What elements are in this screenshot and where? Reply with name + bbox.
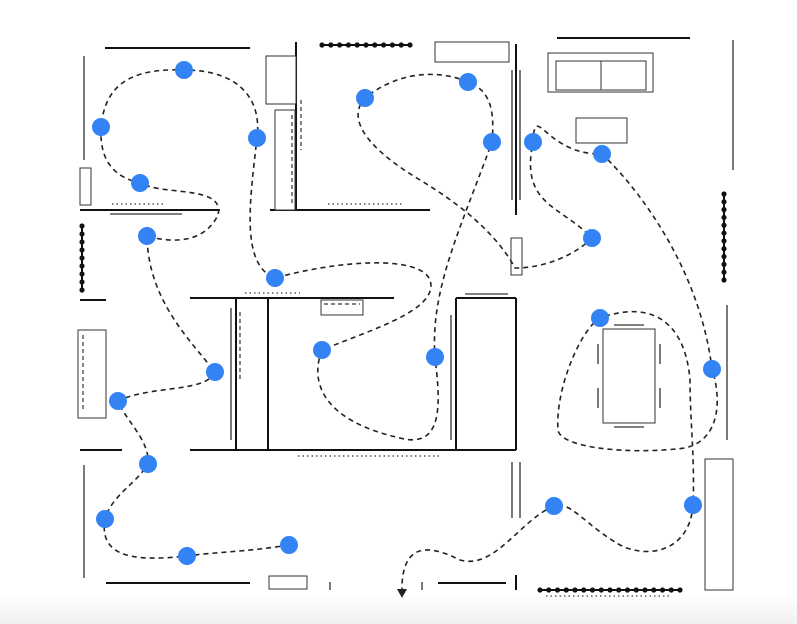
- chain-bead: [677, 587, 683, 593]
- side-panel-left: [79, 167, 92, 206]
- chain-bead: [721, 246, 727, 252]
- chain-bead: [633, 587, 639, 593]
- chain-bead: [79, 271, 85, 277]
- chain-bead: [319, 42, 325, 48]
- waypoint: [426, 348, 444, 366]
- chain-bead: [537, 587, 543, 593]
- waypoint: [206, 363, 224, 381]
- waypoint: [703, 360, 721, 378]
- chain-bead: [721, 191, 727, 197]
- chain-bead: [381, 42, 387, 48]
- chain-bead: [598, 587, 604, 593]
- chain-top: [319, 42, 413, 48]
- waypoint: [583, 229, 601, 247]
- waypoint: [684, 496, 702, 514]
- waypoint: [545, 497, 563, 515]
- chain-bead: [659, 587, 666, 593]
- waypoint: [178, 547, 196, 565]
- chain-bead: [79, 287, 85, 293]
- chain-bead: [721, 222, 727, 228]
- waypoint: [131, 174, 149, 192]
- chain-bead: [363, 42, 369, 48]
- chain-bead: [407, 42, 413, 48]
- route-end-arrow: [397, 589, 407, 598]
- chain-bead: [79, 263, 85, 269]
- waypoint: [280, 536, 298, 554]
- waypoint: [483, 133, 501, 151]
- window-chains: [79, 42, 727, 593]
- waypoint: [266, 269, 284, 287]
- chain-bead: [721, 230, 727, 236]
- chain-bead: [79, 223, 85, 229]
- shelf-top-center: [434, 41, 510, 63]
- counter-small: [320, 299, 364, 316]
- waypoint: [593, 145, 611, 163]
- waypoint: [96, 510, 114, 528]
- waypoint: [356, 89, 374, 107]
- chain-bottom: [537, 587, 683, 593]
- chain-bead: [546, 587, 552, 593]
- waypoint: [248, 129, 266, 147]
- waypoint: [109, 392, 127, 410]
- dining-table: [602, 328, 656, 424]
- chain-bead: [554, 587, 561, 593]
- chain-bead: [616, 587, 622, 593]
- waypoint: [139, 455, 157, 473]
- chain-bead: [607, 587, 613, 593]
- chain-bead: [721, 261, 727, 267]
- cabinet-left: [77, 329, 107, 419]
- chain-bead: [668, 587, 674, 593]
- small-door-panel: [510, 237, 523, 276]
- chain-bead: [337, 42, 343, 48]
- chain-bead: [721, 277, 727, 283]
- chain-bead: [624, 587, 631, 593]
- chain-bead: [721, 238, 727, 244]
- chain-left: [79, 223, 85, 293]
- waypoint: [524, 133, 542, 151]
- chain-bead: [721, 269, 727, 275]
- chain-bead: [721, 253, 727, 260]
- chain-bead: [79, 255, 85, 261]
- chain-bead: [79, 279, 85, 285]
- chain-bead: [572, 587, 578, 593]
- chain-bead: [651, 587, 657, 593]
- furniture: [77, 41, 734, 591]
- waypoint: [138, 227, 156, 245]
- wardrobe: [274, 109, 296, 211]
- chain-bead: [398, 42, 404, 48]
- waypoint: [313, 341, 331, 359]
- small-box-bottom: [268, 575, 308, 590]
- chain-bead: [354, 42, 360, 48]
- chain-bead: [328, 42, 334, 48]
- chain-bead: [372, 42, 378, 48]
- waypoint: [591, 309, 609, 327]
- coffee-table: [575, 117, 628, 144]
- chain-bead: [581, 587, 587, 593]
- chain-bead: [79, 247, 85, 253]
- chain-bead: [79, 231, 85, 237]
- chain-bead: [79, 239, 85, 245]
- tall-cabinet-right: [704, 458, 734, 591]
- chain-bead: [589, 587, 596, 593]
- cabinet-top-left: [265, 55, 297, 105]
- chain-bead: [721, 207, 727, 213]
- chain-bead: [345, 42, 351, 48]
- chain-bead: [721, 214, 727, 221]
- waypoints: [92, 61, 721, 565]
- chain-bead: [642, 587, 648, 593]
- waypoint: [175, 61, 193, 79]
- walls: [80, 37, 734, 590]
- waypoint: [459, 73, 477, 91]
- waypoint: [92, 118, 110, 136]
- chain-bead: [721, 199, 727, 205]
- chain-bead: [389, 42, 395, 48]
- chain-right: [721, 191, 727, 283]
- bottom-edge-fade: [0, 594, 797, 624]
- chain-bead: [563, 587, 569, 593]
- door-thresholds: [112, 203, 672, 597]
